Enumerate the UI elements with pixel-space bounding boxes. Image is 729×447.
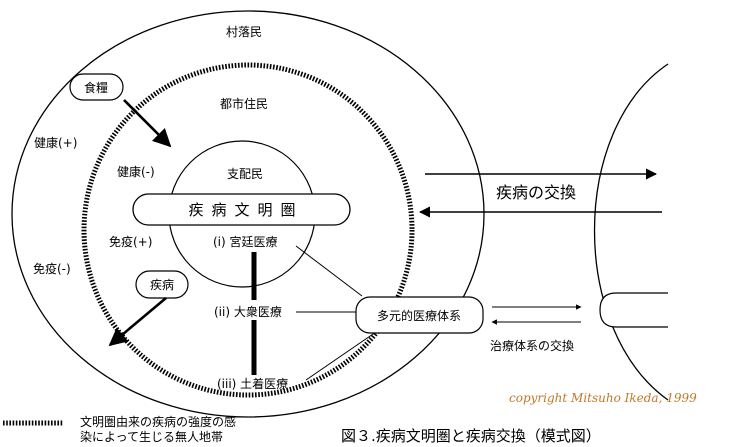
popular-medicine-label: (ii) 大衆医療 — [214, 305, 282, 319]
food-box — [69, 73, 124, 101]
system-exchange-label: 治療体系の交換 — [490, 338, 574, 353]
outer-ring-label: 村落民 — [226, 25, 262, 39]
disease-arrow — [108, 297, 167, 347]
plural-medical-label: 多元的医療体系 — [377, 308, 461, 323]
disease-label: 疾病 — [150, 277, 174, 292]
disease-exchange-label: 疾病の交換 — [496, 183, 576, 202]
right-system-box — [599, 292, 668, 328]
disease-box — [135, 270, 189, 299]
civilization-sphere-box — [132, 193, 351, 226]
food-label: 食糧 — [84, 80, 108, 95]
right-partial-ring — [594, 63, 669, 401]
middle-immunity-plus: 免疫(+) — [109, 234, 152, 249]
legend-line-1: 文明圏由来の疾病の強度の感 — [80, 414, 236, 429]
inner-ring-label: 支配民 — [227, 167, 263, 181]
outer-health-plus: 健康(+) — [34, 135, 77, 150]
figure-caption: 図３.疾病文明圏と疾病交換（模式図） — [341, 427, 601, 445]
connector-indigenous — [305, 331, 377, 381]
legend-line-2: 染によって生じる無人地帯 — [80, 429, 223, 444]
food-arrow — [123, 99, 172, 148]
plural-medical-box — [355, 296, 484, 334]
court-medicine-label: (i) 宮廷医療 — [213, 234, 278, 249]
middle-health-minus: 健康(-) — [117, 164, 155, 179]
outer-immunity-minus: 免疫(-) — [33, 261, 71, 276]
outer-ring-village — [11, 10, 485, 418]
indigenous-medicine-label: (iii) 土着医療 — [217, 376, 288, 391]
copyright-text: copyright Mitsuho Ikeda, 1999 — [509, 391, 697, 405]
connector-court — [295, 245, 363, 297]
middle-ring-label: 都市住民 — [220, 96, 268, 111]
dotted-ring-uninhabited-zone — [81, 62, 415, 398]
civilization-sphere-label: 疾病文明圏 — [188, 201, 303, 219]
